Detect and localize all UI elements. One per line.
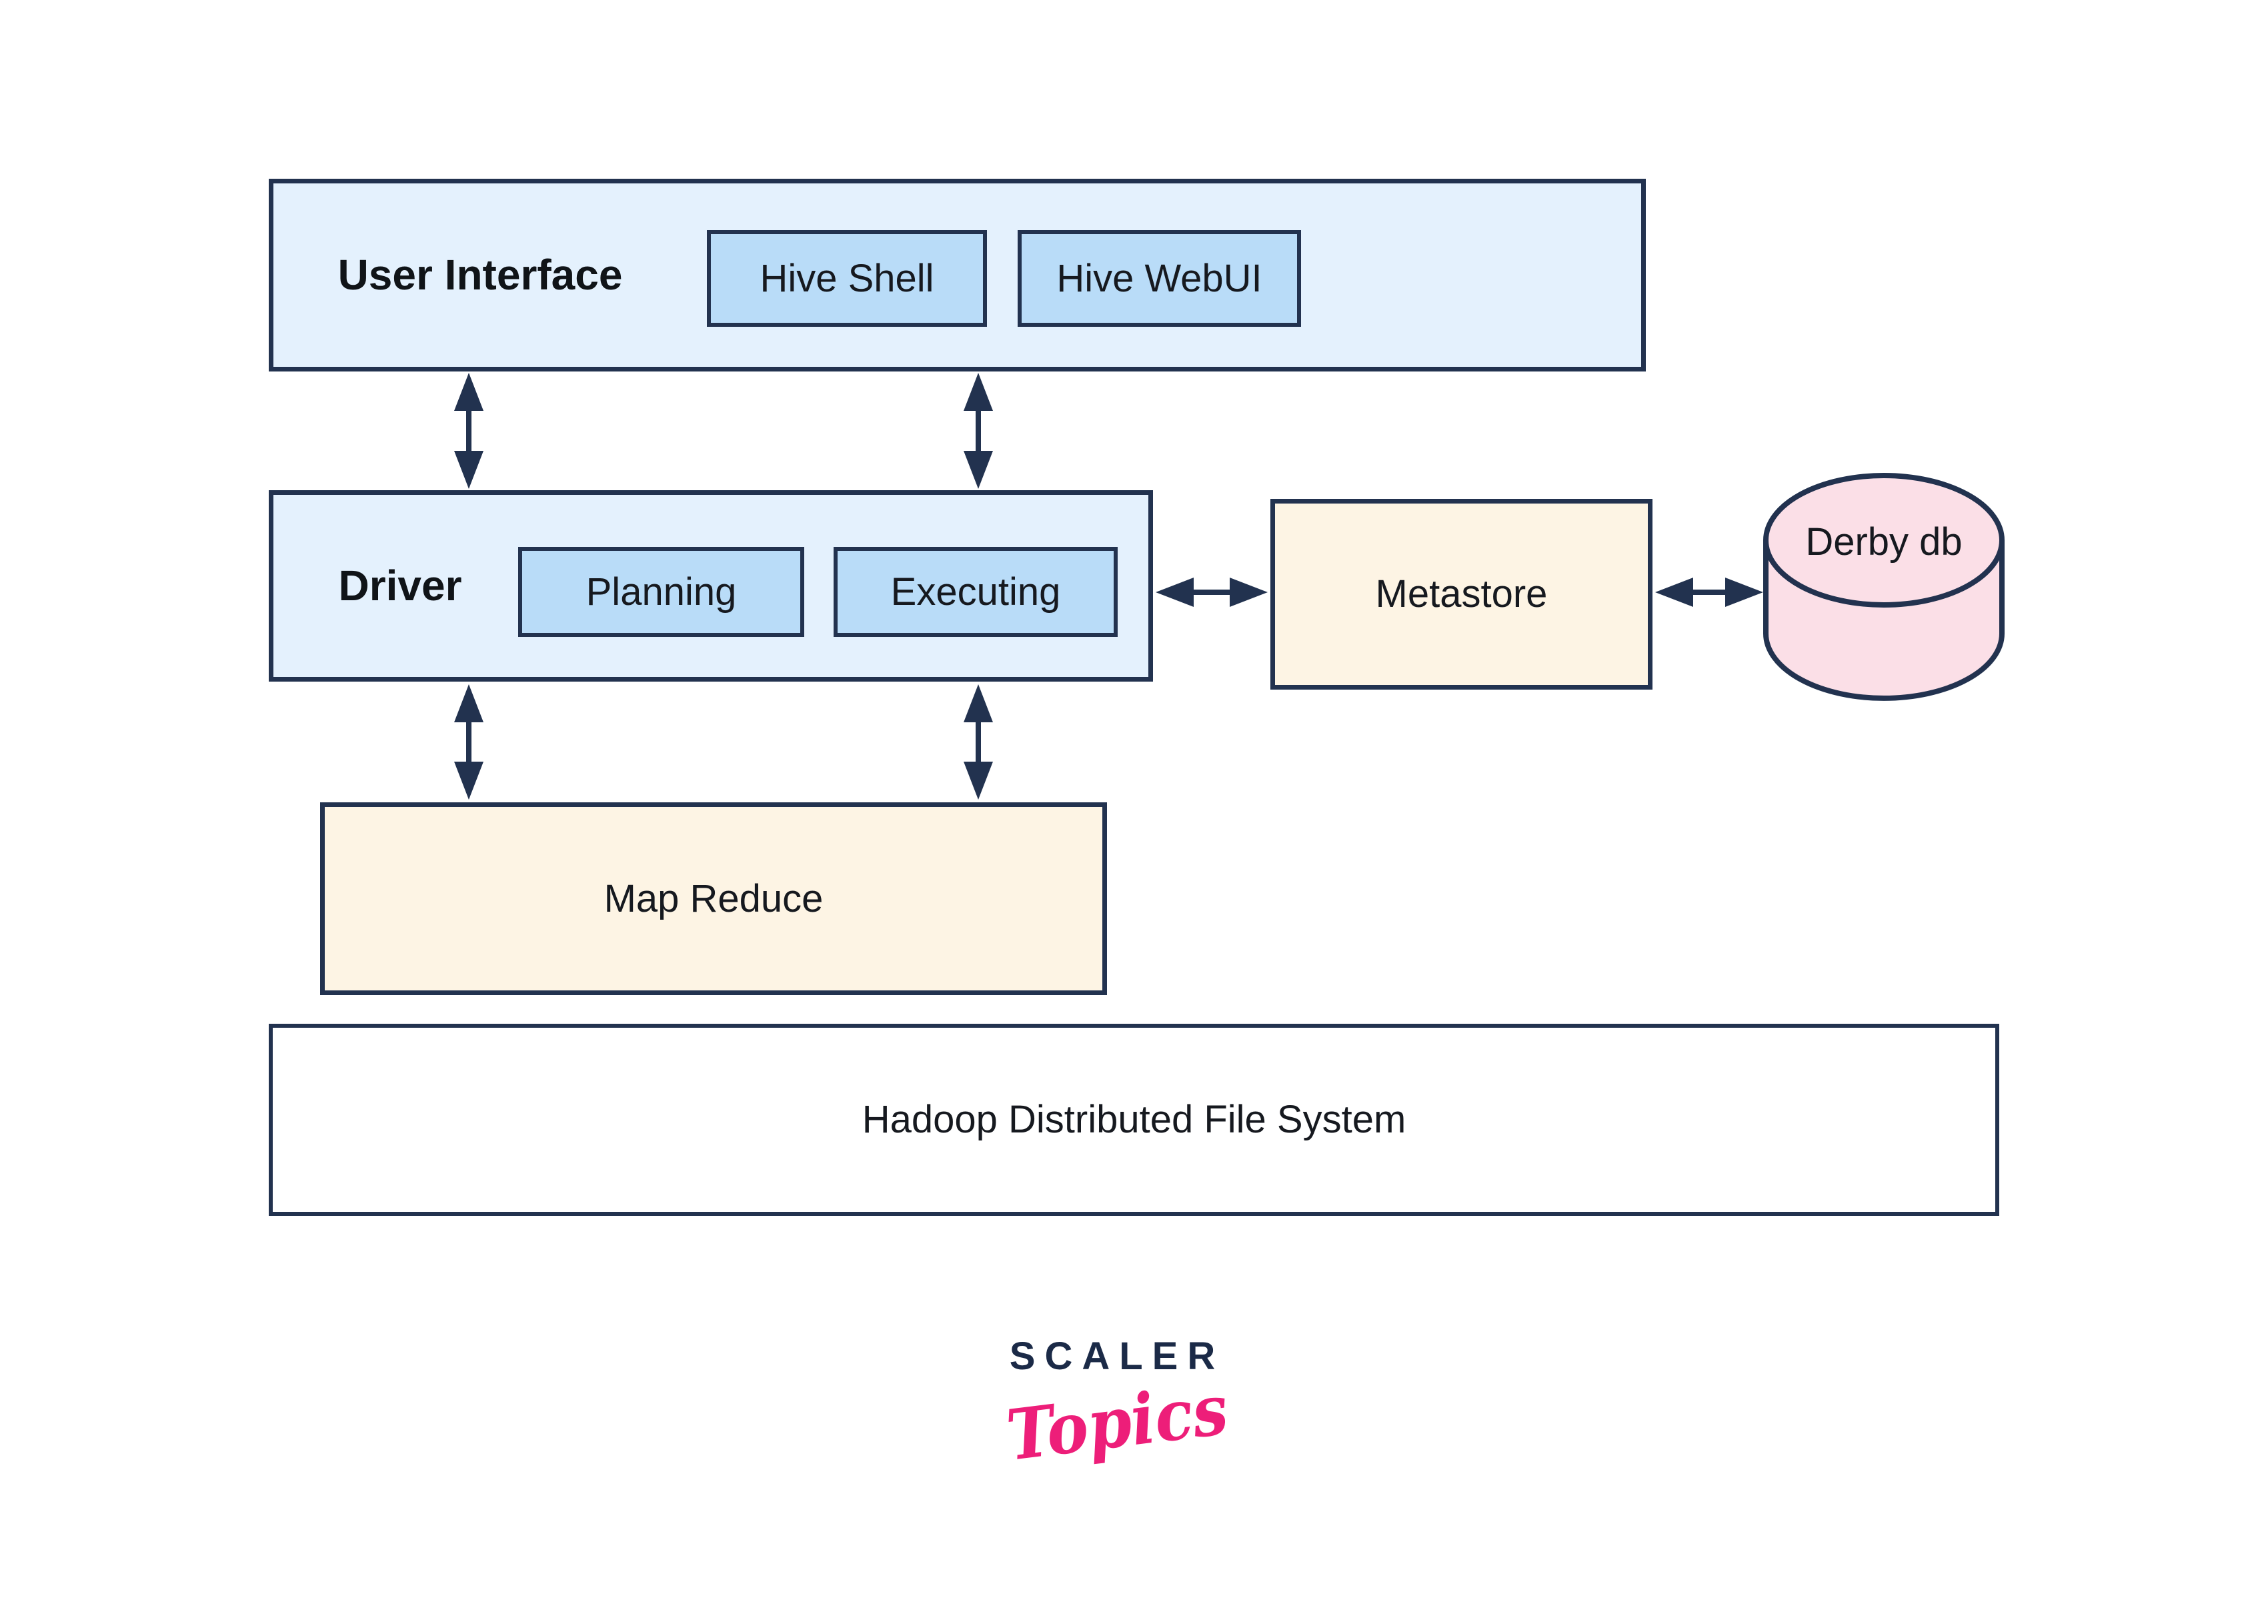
planning-box: Planning: [518, 547, 804, 637]
executing-label: Executing: [890, 570, 1061, 614]
hive-webui-box: Hive WebUI: [1018, 230, 1301, 327]
map-reduce-box: Map Reduce: [320, 802, 1107, 995]
arrow-driver-mapreduce-left: [454, 684, 483, 800]
hive-shell-label: Hive Shell: [760, 256, 934, 300]
topics-wordmark: Topics: [1002, 1368, 1232, 1477]
map-reduce-label: Map Reduce: [604, 876, 824, 920]
arrow-ui-driver-right: [964, 373, 993, 489]
scaler-wordmark: SCALER: [1009, 1335, 1225, 1378]
arrow-metastore-derby: [1655, 578, 1763, 607]
planning-label: Planning: [586, 570, 737, 614]
derby-db-label: Derby db: [1805, 520, 1963, 564]
executing-box: Executing: [834, 547, 1118, 637]
hive-shell-box: Hive Shell: [707, 230, 987, 327]
arrow-driver-metastore: [1156, 578, 1268, 607]
scaler-topics-logo: SCALER Topics: [974, 1334, 1260, 1477]
arrow-ui-driver-left: [454, 373, 483, 489]
driver-label-wrap: Driver: [293, 490, 507, 682]
user-interface-label-wrap: User Interface: [293, 179, 667, 371]
metastore-label: Metastore: [1375, 572, 1548, 616]
hive-webui-label: Hive WebUI: [1056, 256, 1262, 300]
hdfs-box: Hadoop Distributed File System: [269, 1024, 1999, 1216]
derby-db-label-wrap: Derby db: [1766, 476, 2002, 609]
hdfs-label: Hadoop Distributed File System: [862, 1098, 1406, 1142]
user-interface-label: User Interface: [337, 251, 623, 299]
metastore-box: Metastore: [1270, 499, 1652, 690]
arrow-driver-mapreduce-right: [964, 684, 993, 800]
driver-label: Driver: [338, 562, 462, 610]
